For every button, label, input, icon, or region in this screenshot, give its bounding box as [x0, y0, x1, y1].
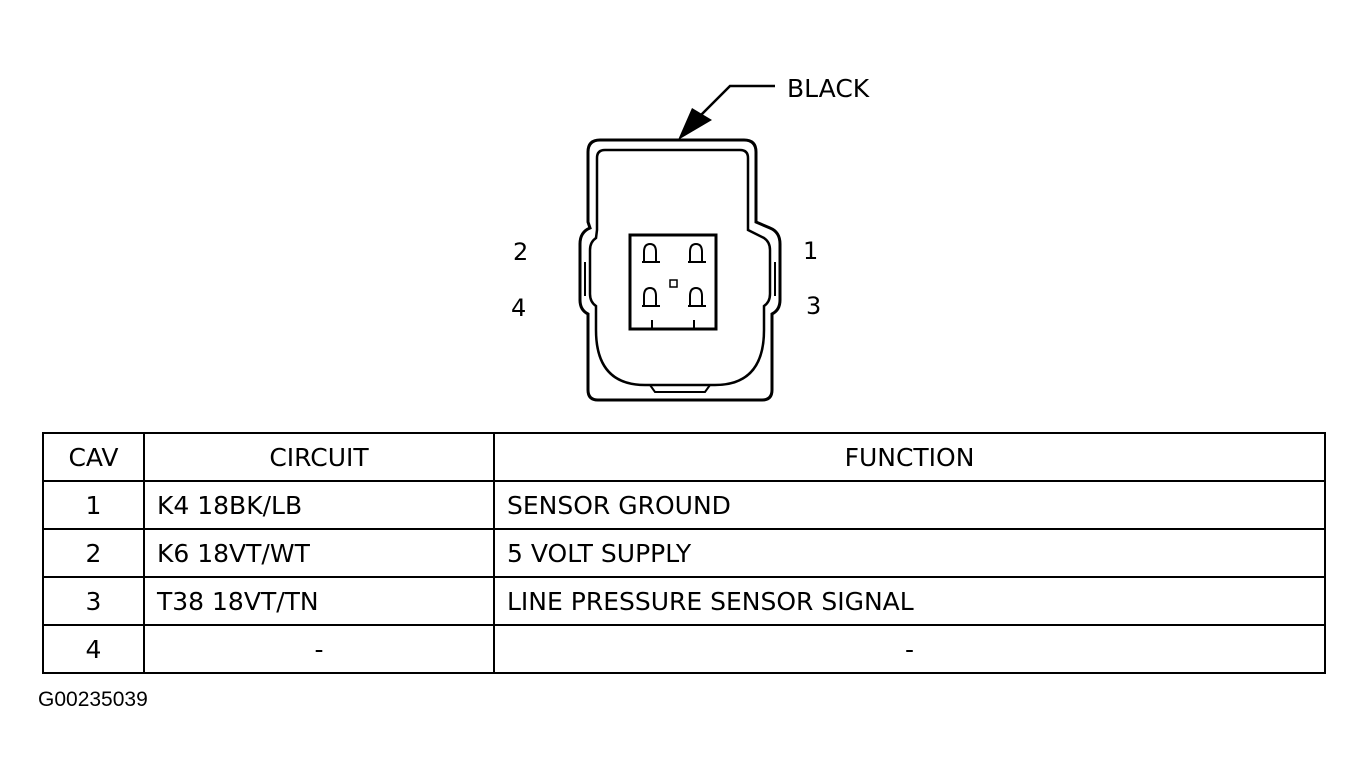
cell-function: LINE PRESSURE SENSOR SIGNAL	[493, 576, 1326, 626]
table-row: 3 T38 18VT/TN LINE PRESSURE SENSOR SIGNA…	[42, 576, 1326, 626]
cell-circuit: T38 18VT/TN	[143, 576, 495, 626]
connector-latch	[649, 384, 711, 393]
polarizing-key	[669, 279, 678, 288]
cell-function: 5 VOLT SUPPLY	[493, 528, 1326, 578]
terminal-block	[628, 233, 718, 331]
terminal-cavity-2	[642, 242, 660, 263]
cell-function: -	[493, 624, 1326, 674]
connector-housing-inner	[588, 148, 772, 387]
table-row: 4 - -	[42, 624, 1326, 674]
terminal-cavity-1	[688, 242, 706, 263]
pin-label-1: 1	[803, 237, 818, 265]
pin-label-4: 4	[511, 294, 526, 322]
table-row: 1 K4 18BK/LB SENSOR GROUND	[42, 480, 1326, 530]
connector-diagram: BLACK 2 1 4 3	[511, 74, 870, 402]
cell-circuit: K6 18VT/WT	[143, 528, 495, 578]
table-header-row: CAV CIRCUIT FUNCTION	[42, 432, 1326, 482]
header-circuit: CIRCUIT	[143, 432, 495, 482]
terminal-cavity-4	[642, 286, 660, 307]
pin-label-2: 2	[513, 238, 528, 266]
cell-circuit: -	[143, 624, 495, 674]
cell-cav: 4	[42, 624, 145, 674]
table-row: 2 K6 18VT/WT 5 VOLT SUPPLY	[42, 528, 1326, 578]
cell-cav: 3	[42, 576, 145, 626]
connector-housing-outer	[578, 138, 782, 402]
terminal-cavity-3	[688, 286, 706, 307]
connector-color-label: BLACK	[787, 74, 870, 103]
cell-function: SENSOR GROUND	[493, 480, 1326, 530]
reference-code: G00235039	[38, 688, 148, 711]
cell-circuit: K4 18BK/LB	[143, 480, 495, 530]
pin-label-3: 3	[806, 292, 821, 320]
header-cav: CAV	[42, 432, 145, 482]
cell-cav: 1	[42, 480, 145, 530]
black-leader-arrow	[678, 84, 775, 140]
cell-cav: 2	[42, 528, 145, 578]
pinout-table: CAV CIRCUIT FUNCTION 1 K4 18BK/LB SENSOR…	[42, 432, 1326, 674]
header-function: FUNCTION	[493, 432, 1326, 482]
